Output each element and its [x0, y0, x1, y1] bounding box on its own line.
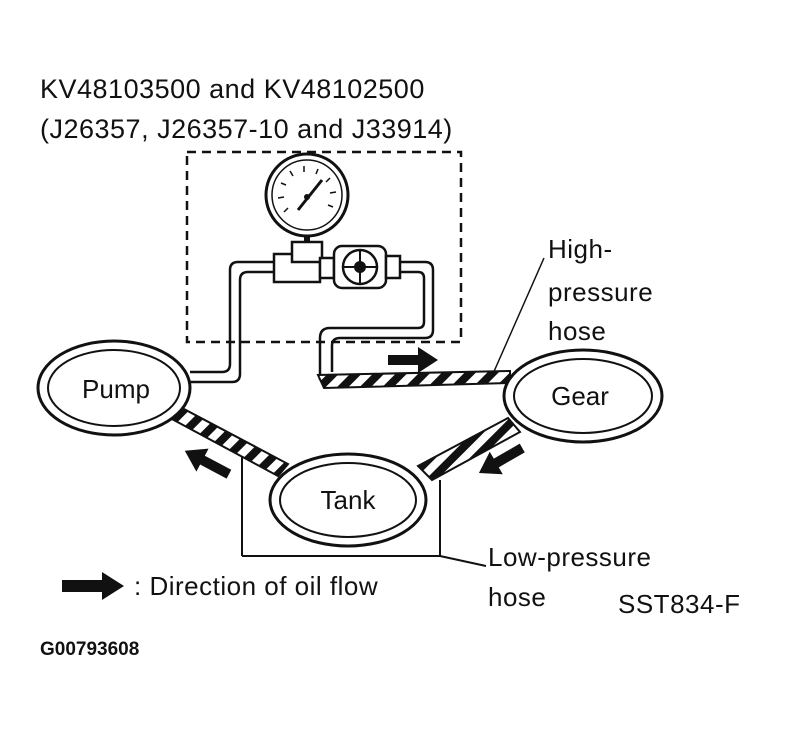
high-pressure-label-1: High-	[548, 234, 613, 264]
low-pressure-hose-bracket	[241, 456, 487, 567]
tool-numbers-line1: KV48103500 and KV48102500	[40, 74, 425, 104]
flow-arrow-pump-return-icon	[184, 448, 232, 479]
gear-label: Gear	[551, 381, 609, 411]
low-pressure-label-1: Low-pressure	[488, 542, 652, 572]
image-code: G00793608	[40, 639, 139, 660]
high-pressure-leader-line	[491, 257, 545, 377]
pump-label: Pump	[82, 374, 150, 404]
legend-arrow-icon	[62, 572, 124, 600]
high-pressure-label-2: pressure	[548, 277, 653, 307]
gauge-tubing	[190, 260, 435, 384]
low-pressure-label-2: hose	[488, 582, 546, 612]
tee-fitting	[272, 240, 336, 284]
tool-outline	[185, 150, 463, 344]
high-pressure-label-3: hose	[548, 316, 606, 346]
tank-label: Tank	[321, 485, 377, 515]
flow-arrow-high-pressure-icon	[388, 347, 438, 373]
return-hose-pump-tank	[168, 406, 290, 478]
high-pressure-hose	[316, 369, 511, 390]
pressure-gauge-icon	[264, 152, 350, 244]
tool-numbers-line2: (J26357, J26357-10 and J33914)	[40, 114, 453, 144]
figure-code: SST834-F	[618, 589, 741, 619]
gear-node: Gear	[502, 348, 664, 444]
valve-icon	[332, 244, 402, 290]
legend-text: : Direction of oil flow	[134, 571, 378, 601]
flow-arrow-gear-return-icon	[478, 443, 525, 475]
tank-node: Tank	[268, 452, 428, 548]
return-hose-gear-tank	[416, 416, 522, 482]
pump-node: Pump	[36, 339, 192, 437]
